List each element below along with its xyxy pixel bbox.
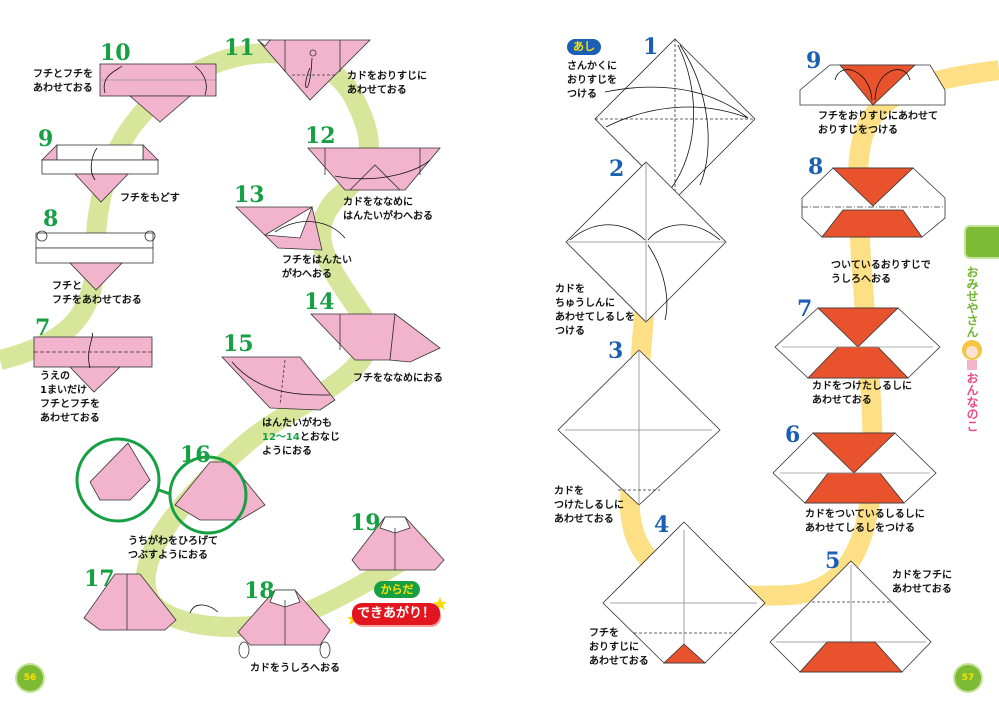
step-instruction: カドを つけたしるしに あわせておる	[554, 486, 624, 525]
step-number: 2	[609, 156, 625, 182]
step-instruction: うちがわをひろげて つぶすようにおる	[128, 536, 218, 561]
step-number: 6	[785, 422, 801, 448]
step-18-diagram	[237, 589, 331, 659]
step-15-diagram	[221, 356, 336, 411]
step-12-diagram	[307, 147, 441, 191]
step-instruction: フチと フチをあわせておる	[52, 281, 142, 306]
page-number: 56	[17, 665, 43, 691]
step-3-diagram	[557, 349, 721, 506]
step-7-right-diagram	[774, 307, 941, 379]
step-instruction: カドをうしろへおる	[250, 663, 340, 674]
step-number: 14	[304, 289, 335, 315]
step-number: 12	[305, 123, 336, 149]
step-instruction: フチをおりすじにあわせて おりすじをつける	[818, 111, 938, 136]
category-label: おみせやさん	[965, 266, 979, 338]
instruction-text: はんたいがわも	[262, 418, 332, 429]
step-instruction: カドをななめに はんたいがわへおる	[343, 197, 433, 222]
part-badge: からだ	[374, 581, 420, 598]
step-17-diagram	[83, 573, 219, 631]
step-number: 18	[244, 578, 275, 604]
step-instruction: はんたいがわも 12〜14とおなじ ようにおる	[262, 417, 340, 459]
step-10-diagram	[99, 63, 217, 123]
step-number: 3	[608, 338, 624, 364]
step-number: 11	[224, 35, 255, 61]
step-instruction: カドをフチに あわせておる	[892, 570, 952, 595]
step-instruction: カドをついているしるしに あわせてしるしをつける	[805, 509, 925, 534]
step-number: 10	[100, 40, 131, 66]
step-instruction: ついているおりすじで うしろへおる	[831, 260, 931, 285]
step-instruction: フチをはんたい がわへおる	[282, 255, 352, 280]
step-number: 8	[43, 206, 59, 232]
step-instruction: さんかくに おりすじを つける	[567, 61, 617, 100]
step-4-diagram	[602, 521, 766, 664]
completed-badge: できあがり！	[352, 603, 440, 625]
step-instruction: カドをつけたしるしに あわせておる	[812, 381, 912, 406]
step-instruction: フチをななめにおる	[353, 373, 443, 384]
step-instruction: フチを おりすじに あわせておる	[589, 628, 649, 667]
side-tab[interactable]	[964, 225, 999, 259]
step-number: 8	[808, 154, 824, 180]
subject-label: おんなのこ	[965, 372, 979, 432]
step-number: 7	[797, 296, 813, 322]
step-5-diagram	[769, 560, 932, 673]
step-instruction: フチをもどす	[120, 193, 180, 204]
step-number: 4	[654, 512, 670, 538]
step-number: 7	[35, 315, 51, 341]
step-19-diagram	[351, 516, 445, 571]
step-8-diagram	[35, 230, 156, 291]
step-number: 19	[350, 510, 381, 536]
step-number: 15	[223, 331, 254, 357]
step-number: 9	[38, 126, 54, 152]
step-number: 1	[643, 34, 659, 60]
step-number: 5	[825, 548, 841, 574]
step-6-diagram	[772, 432, 937, 504]
section-badge: あし	[567, 39, 601, 55]
step-1-diagram	[594, 38, 756, 200]
step-7-diagram	[33, 332, 153, 393]
step-8-right-diagram	[801, 167, 946, 238]
step-14-diagram	[310, 313, 441, 363]
girl-character-icon	[962, 340, 982, 370]
step-9-right-diagram	[799, 64, 946, 106]
step-instruction: カドをおりすじに あわせておる	[347, 71, 427, 96]
step-number: 13	[234, 182, 265, 208]
step-instruction: うえの 1まいだけ フチとフチを あわせておる	[40, 371, 100, 424]
step-13-diagram	[235, 206, 346, 251]
step-instruction: カドを ちゅうしんに あわせてしるしを つける	[555, 284, 635, 337]
step-instruction: フチとフチを あわせておる	[33, 69, 93, 94]
step-2-diagram	[565, 161, 727, 323]
step-11-diagram	[256, 39, 371, 101]
page-number: 57	[955, 665, 981, 691]
step-reference: 12〜14	[262, 432, 300, 443]
instruction-text: とおなじ ようにおる	[262, 432, 340, 457]
step-16-diagram	[75, 437, 266, 535]
step-number: 17	[84, 566, 115, 592]
step-9-diagram	[41, 144, 159, 203]
step-number: 16	[180, 442, 211, 468]
step-number: 9	[806, 48, 822, 74]
